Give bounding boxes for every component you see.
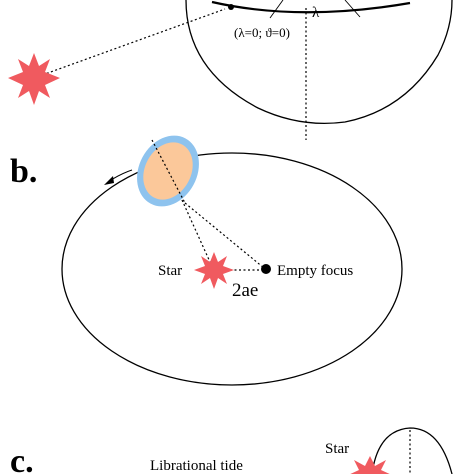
star-label-c: Star bbox=[325, 441, 349, 457]
meridian-line bbox=[344, 0, 361, 18]
empty-focus-label: Empty focus bbox=[277, 263, 353, 279]
line-to-star bbox=[181, 199, 211, 263]
panel-b: b. Star Empty focus 2ae bbox=[10, 135, 403, 386]
panel-b-label: b. bbox=[10, 153, 37, 190]
sightline bbox=[33, 8, 226, 79]
meridian-line bbox=[269, 0, 284, 19]
panel-c: c. Librational tide Star bbox=[10, 427, 453, 474]
star-icon bbox=[350, 456, 390, 474]
separation-label: 2ae bbox=[232, 280, 258, 301]
sphere-outline-c bbox=[371, 427, 453, 474]
star-label: Star bbox=[158, 263, 182, 279]
coordinate-label: (λ=0; ϑ=0) bbox=[234, 25, 290, 40]
lambda-label: λ bbox=[312, 5, 320, 21]
orbit-ellipse bbox=[61, 152, 403, 386]
planet-body bbox=[143, 142, 193, 200]
equator-arc bbox=[211, 0, 411, 14]
planet-axis bbox=[151, 139, 186, 204]
origin-point bbox=[228, 4, 234, 10]
empty-focus-point bbox=[261, 264, 271, 274]
line-to-empty-focus bbox=[184, 202, 265, 269]
star-icon bbox=[194, 252, 234, 289]
panel-a: λ (λ=0; ϑ=0) bbox=[8, 0, 453, 140]
star-icon bbox=[8, 53, 60, 105]
sphere-outline bbox=[185, 0, 453, 125]
panel-c-label: c. bbox=[10, 443, 34, 474]
tide-label: Librational tide bbox=[150, 458, 243, 474]
arrowhead-icon bbox=[104, 176, 114, 185]
planet bbox=[137, 135, 199, 207]
